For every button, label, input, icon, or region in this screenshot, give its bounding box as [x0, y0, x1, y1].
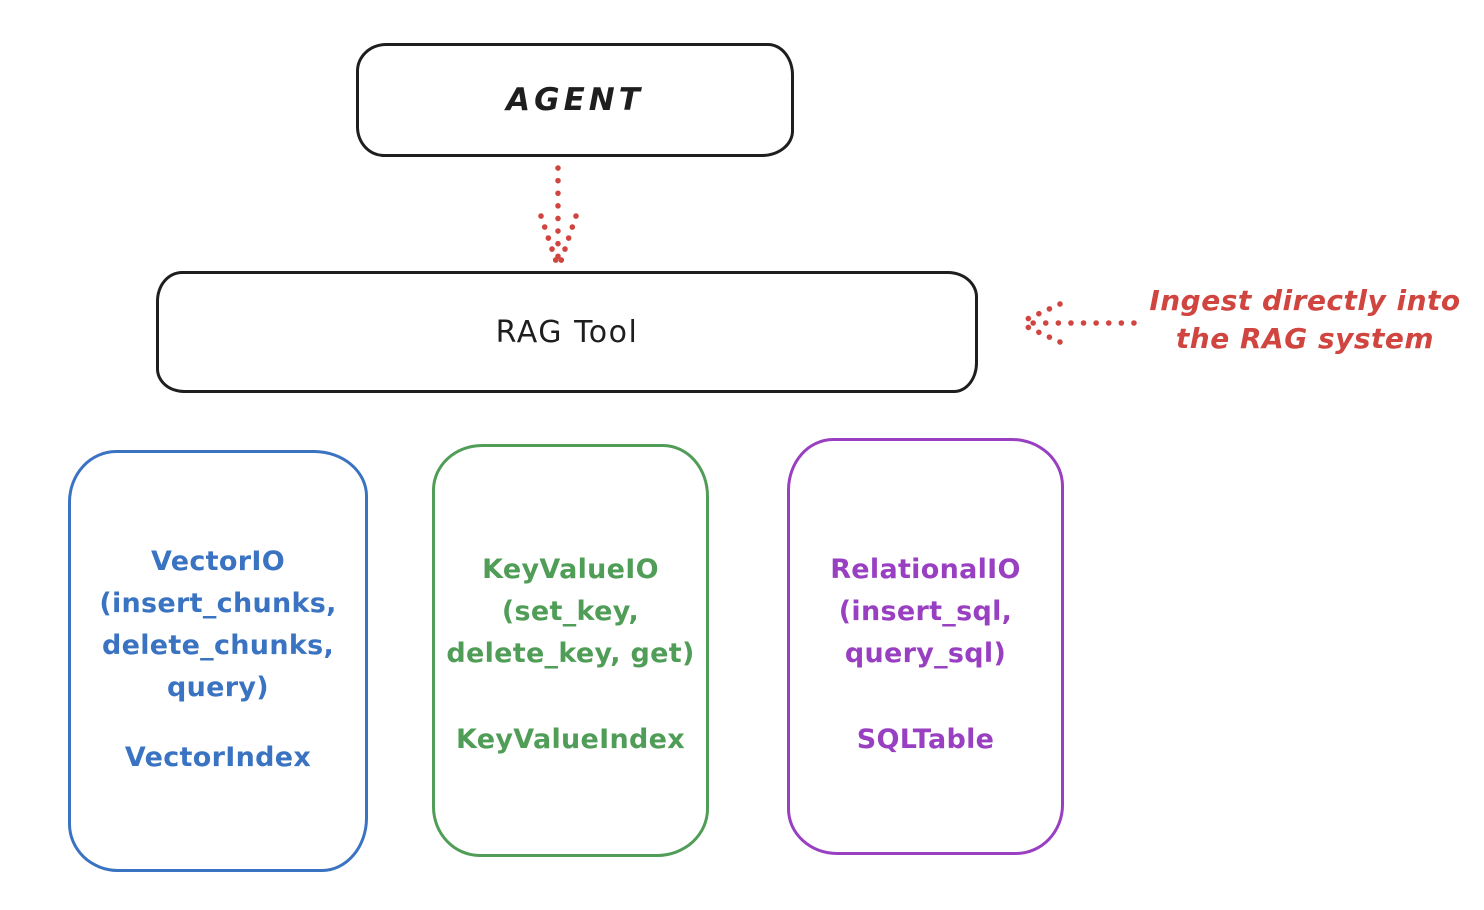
agent-node: AGENT	[356, 43, 794, 157]
keyvalue-index-label: KeyValueIndex	[455, 724, 685, 755]
rag-tool-node: RAG Tool	[156, 271, 978, 393]
relational-io-node: RelationalIO (insert_sql, query_sql) SQL…	[787, 438, 1064, 855]
keyvalue-io-node: KeyValueIO (set_key, delete_key, get) Ke…	[432, 444, 709, 857]
relational-io-title: RelationalIO (insert_sql, query_sql)	[830, 554, 1021, 669]
agent-to-ragtool-dotted-arrow-icon	[538, 165, 579, 264]
sqltable-label: SQLTable	[856, 724, 995, 755]
agent-node-label: AGENT	[506, 82, 644, 118]
rag-tool-node-label: RAG Tool	[495, 314, 639, 350]
vector-io-node: VectorIO (insert_chunks, delete_chunks, …	[68, 450, 368, 872]
ingest-annotation-line2: the RAG system	[1175, 322, 1435, 355]
keyvalue-io-title: KeyValueIO (set_key, delete_key, get)	[446, 554, 695, 669]
ingest-annotation-line1: Ingest directly into	[1149, 284, 1461, 317]
vector-io-title: VectorIO (insert_chunks, delete_chunks, …	[99, 546, 337, 703]
ingest-annotation: Ingest directly into the RAG system	[1135, 282, 1475, 358]
vector-index-label: VectorIndex	[124, 742, 312, 773]
ingest-dotted-arrow-left-icon	[1020, 301, 1137, 345]
